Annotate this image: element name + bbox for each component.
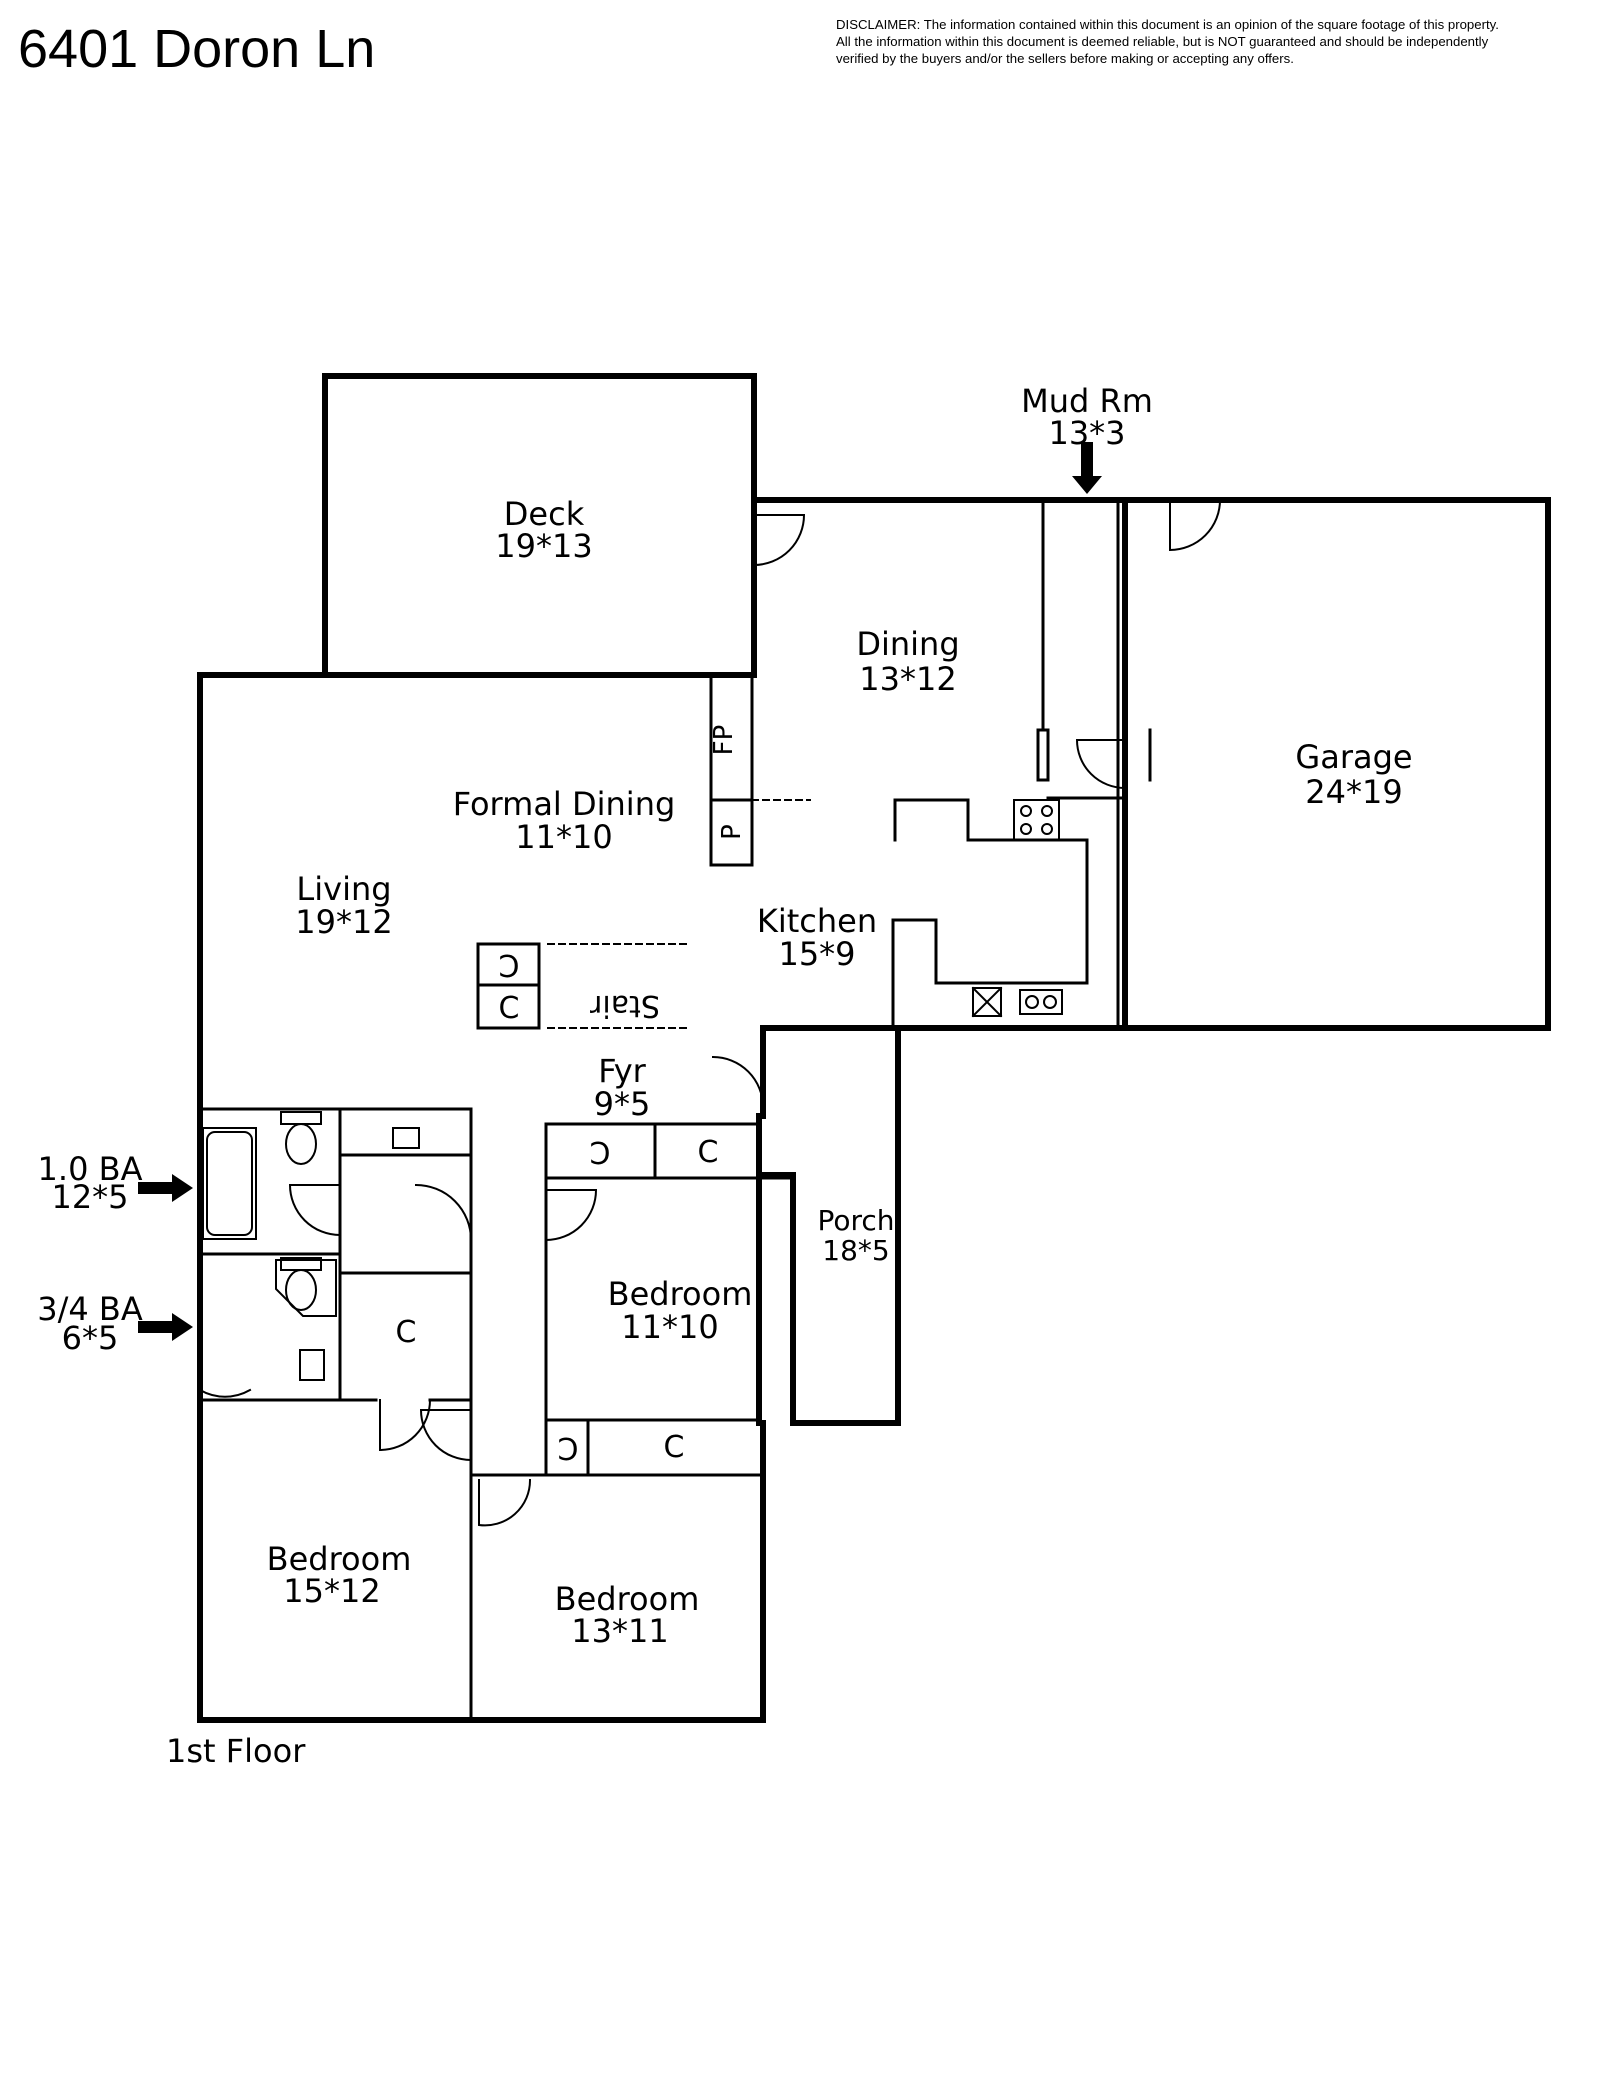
dining-size: 13*12: [859, 660, 956, 698]
living-label: Living: [296, 870, 391, 908]
disclaimer-line: DISCLAIMER: The information contained wi…: [836, 17, 1499, 32]
closet-label: C: [396, 1315, 417, 1350]
garage-outline: [1122, 497, 1551, 1031]
bedroom-label: Bedroom: [267, 1540, 412, 1578]
foyer-size: 9*5: [594, 1085, 651, 1123]
garage-size: 24*19: [1305, 773, 1402, 811]
living-size: 19*12: [295, 903, 392, 941]
closet-label: C: [558, 1430, 579, 1465]
bath-fixtures: [202, 1111, 420, 1381]
bedroom-size: 15*12: [283, 1572, 380, 1610]
closet-label: C: [499, 947, 520, 982]
dining-label: Dining: [856, 625, 959, 663]
kitchen-appliances: [971, 799, 1063, 1018]
formal-dining-size: 11*10: [515, 818, 612, 856]
deck-size: 19*13: [495, 527, 592, 565]
mud-room-label: Mud Rm: [1021, 382, 1153, 420]
fireplace-label: FP: [709, 725, 739, 756]
disclaimer-line: verified by the buyers and/or the seller…: [836, 51, 1294, 66]
bath-label: 1.0 BA: [38, 1150, 143, 1188]
pantry-label: P: [717, 824, 747, 840]
bath-arrow-icon: [138, 1174, 193, 1202]
bedroom-size: 11*10: [621, 1308, 718, 1346]
page-title: 6401 Doron Ln: [18, 19, 376, 79]
bath-size: 6*5: [62, 1319, 119, 1357]
porch-size: 18*5: [822, 1234, 889, 1267]
disclaimer-line: All the information within this document…: [836, 34, 1489, 49]
porch-outline: [760, 1025, 901, 1426]
bedroom-label: Bedroom: [555, 1580, 700, 1618]
bath-label: 3/4 BA: [37, 1290, 143, 1328]
closet-label: C: [499, 991, 520, 1026]
arrow-icons: [138, 442, 1102, 1341]
porch-label: Porch: [817, 1204, 894, 1237]
closet-label: C: [590, 1134, 611, 1169]
stair-label: Stair: [589, 988, 660, 1023]
formal-dining-label: Formal Dining: [453, 785, 676, 823]
bedroom-size: 13*11: [571, 1612, 668, 1650]
closet-label: C: [664, 1430, 685, 1465]
mud-room-arrow-icon: [1072, 442, 1102, 494]
garage-label: Garage: [1295, 738, 1412, 776]
bath-size: 12*5: [51, 1178, 128, 1216]
closet-label: C: [698, 1135, 719, 1170]
disclaimer: DISCLAIMER: The information contained wi…: [836, 16, 1596, 67]
door-swings: [199, 498, 1222, 1527]
kitchen-label: Kitchen: [757, 902, 877, 940]
floor-label: 1st Floor: [166, 1732, 306, 1770]
bedroom-label: Bedroom: [608, 1275, 753, 1313]
exterior-walls: [197, 497, 1128, 1723]
bath-arrow-icon: [138, 1313, 193, 1341]
foyer-label: Fyr: [598, 1052, 646, 1090]
deck-label: Deck: [504, 495, 585, 533]
mud-room-size: 13*3: [1048, 414, 1125, 452]
kitchen-size: 15*9: [778, 935, 855, 973]
